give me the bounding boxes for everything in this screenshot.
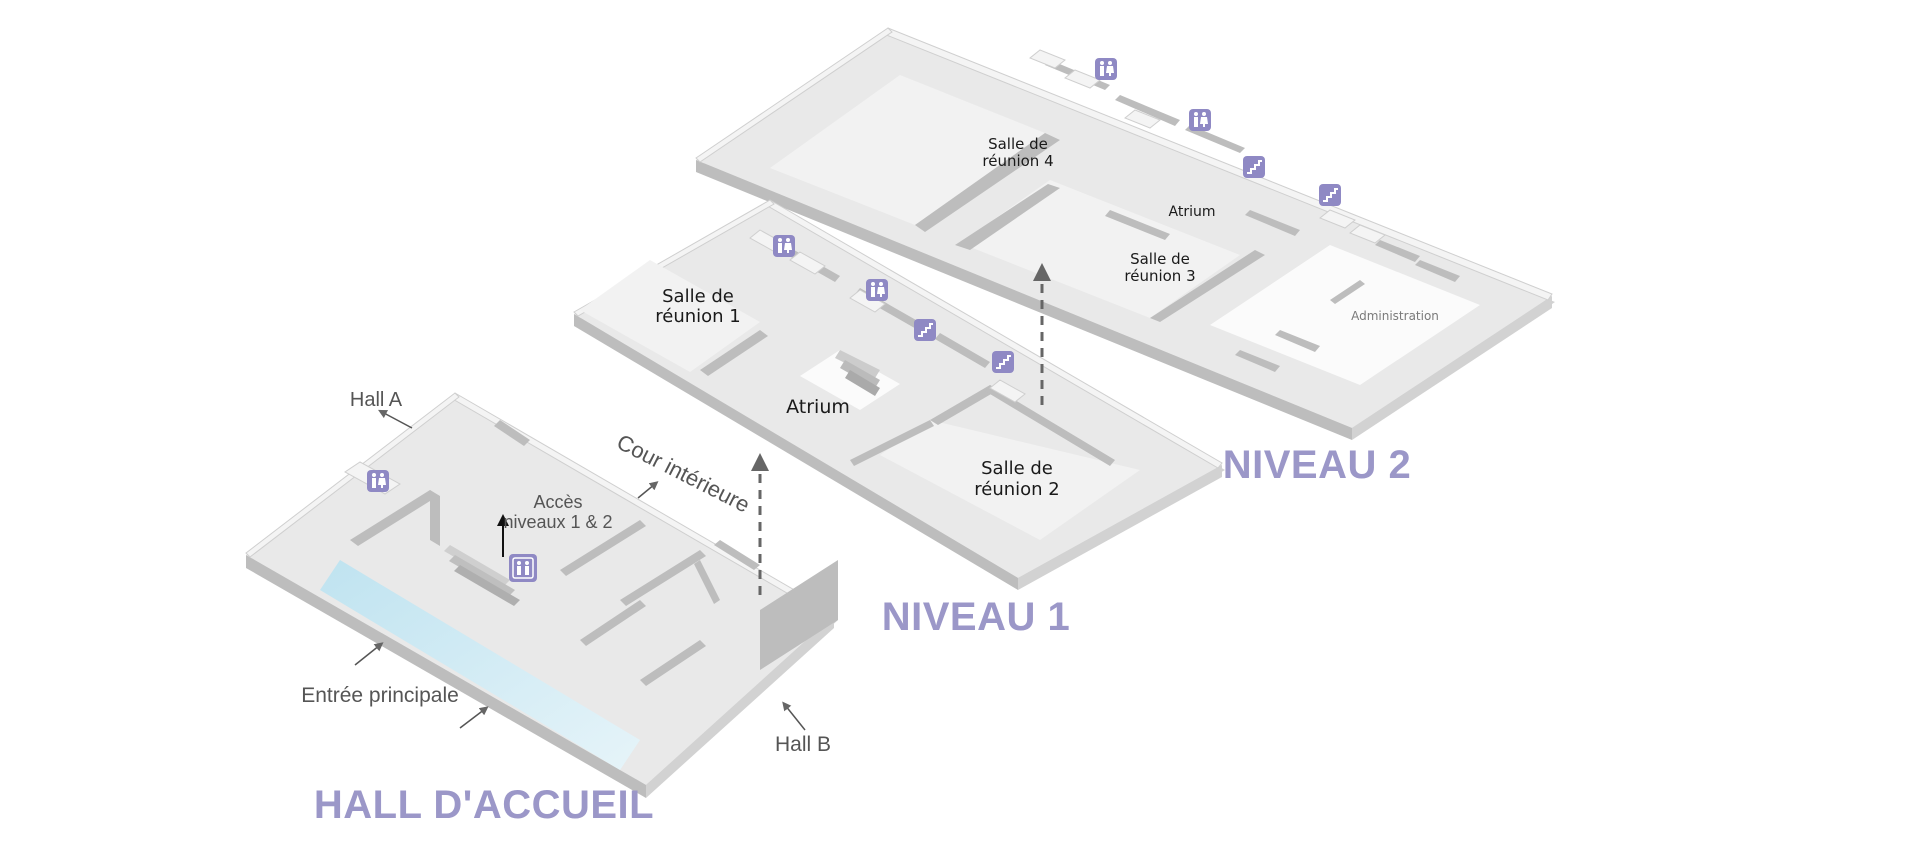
callout-hall-b: Hall B xyxy=(775,733,831,756)
level-connectors xyxy=(751,263,1051,595)
restroom-icon xyxy=(1189,109,1211,131)
room-label-salle3-line2: réunion 3 xyxy=(1124,267,1195,285)
room-label-administration: Administration xyxy=(1351,309,1439,323)
room-label-salle2-line2: réunion 2 xyxy=(974,479,1060,500)
callout-hall-a: Hall A xyxy=(350,389,403,411)
elevator-icon xyxy=(508,553,538,583)
room-label-salle2-line1: Salle de xyxy=(981,458,1053,479)
glass-facade xyxy=(320,560,640,770)
arrow-entree-top xyxy=(354,642,384,666)
stairs-icon xyxy=(991,350,1015,374)
room-label-atrium2: Atrium xyxy=(1169,204,1216,220)
stairs-icon xyxy=(1242,155,1266,179)
level-1-plan xyxy=(573,199,1225,590)
hall-plan xyxy=(245,392,838,798)
stairs-icon xyxy=(913,318,937,342)
restroom-icon xyxy=(367,470,389,492)
arrow-hall-a xyxy=(378,409,413,429)
room-label-salle1-line1: Salle de xyxy=(662,286,734,307)
room-label-salle3-line1: Salle de xyxy=(1130,250,1190,268)
restroom-icon xyxy=(773,235,795,257)
callout-entree-principale: Entrée principale xyxy=(301,684,459,707)
stairs-icon xyxy=(1318,183,1342,207)
room-label-salle4-line1: Salle de xyxy=(988,135,1048,153)
arrow-entree-bottom xyxy=(459,706,489,729)
level-2-plan xyxy=(695,27,1555,440)
arrow-cour xyxy=(637,481,659,499)
arrow-hall-b xyxy=(782,701,806,731)
restroom-icon xyxy=(866,279,888,301)
callout-acces-line1: Accès xyxy=(533,492,582,512)
room-label-salle4-line2: réunion 4 xyxy=(982,152,1053,170)
room-label-salle1-line2: réunion 1 xyxy=(655,306,741,327)
level-titles: NIVEAU 2 NIVEAU 1 HALL D'ACCUEIL xyxy=(314,443,1411,827)
callout-arrows xyxy=(354,409,806,731)
room-label-atrium1: Atrium xyxy=(786,396,850,418)
level-title-niveau1: NIVEAU 1 xyxy=(882,595,1071,639)
level-title-niveau2: NIVEAU 2 xyxy=(1223,443,1412,487)
level-title-hall: HALL D'ACCUEIL xyxy=(314,783,654,827)
room-labels: Salle de réunion 4 Atrium Salle de réuni… xyxy=(655,135,1439,500)
callout-acces-line2: niveaux 1 & 2 xyxy=(503,512,612,532)
restroom-icon xyxy=(1095,58,1117,80)
